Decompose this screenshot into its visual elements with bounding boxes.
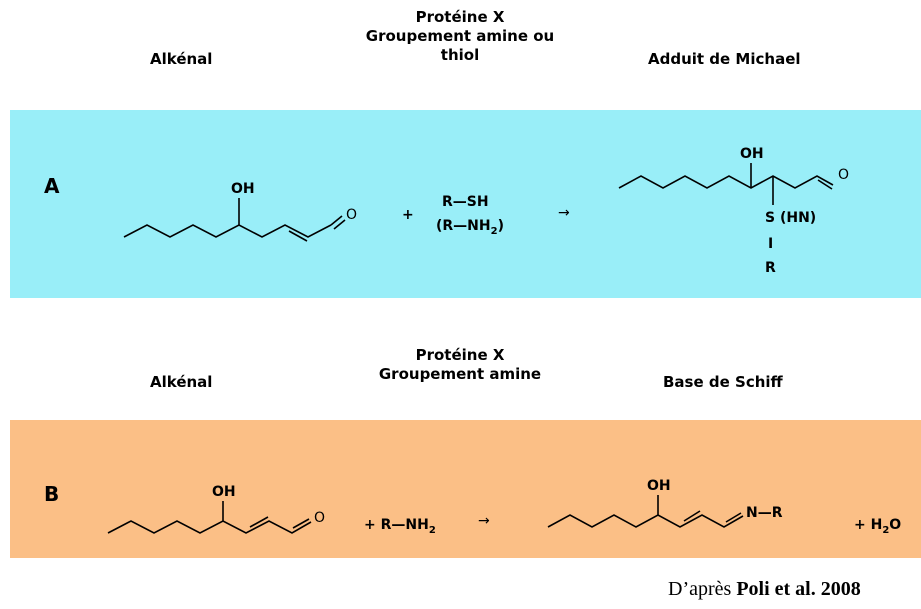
panel-a-reagent-line1: R—SH	[442, 194, 489, 210]
panel-a-header-reagent: Protéine X Groupement amine ou thiol	[350, 8, 570, 65]
panel-b-product-nr: N—R	[746, 505, 783, 521]
panel-a-letter: A	[44, 174, 60, 198]
panel-a-reactant-structure: OH O	[123, 181, 357, 242]
panel-a-header-reagent-line1: Protéine X	[415, 8, 505, 26]
panel-b-reagent-text: + R—NH	[364, 517, 429, 533]
panel-a-product-bar: I	[768, 236, 773, 252]
panel-a-band	[10, 110, 921, 298]
panel-b-header-reagent: Protéine X Groupement amine	[350, 346, 570, 384]
panel-b-letter: B	[44, 482, 60, 506]
panel-a-reactant-carbonyl-bond-2	[333, 219, 346, 230]
citation: D’après Poli et al. 2008	[668, 578, 861, 601]
panel-a-header-reactant: Alkénal	[150, 50, 213, 68]
citation-prefix: D’après	[668, 578, 737, 600]
panel-a-product-oh: OH	[740, 146, 764, 162]
panel-b-water: + H2O	[854, 517, 901, 536]
panel-b-header-product: Base de Schiff	[663, 373, 783, 391]
panel-a-reactant-double-bond	[288, 230, 308, 242]
panel-a-reagent-line2: (R—NH2)	[436, 218, 504, 237]
panel-b-water-o: O	[889, 517, 901, 533]
panel-b-reactant-structure: OH O	[107, 484, 325, 534]
panel-b-product-double-bond	[683, 510, 701, 522]
panel-a-plus: +	[402, 207, 414, 223]
panel-a-reactant-chain	[123, 224, 332, 238]
panel-b-arrow: →	[478, 513, 490, 529]
panel-b-header-reactant: Alkénal	[150, 373, 213, 391]
panel-b-product-chain	[547, 514, 744, 528]
panel-a-product-r: R	[765, 260, 776, 276]
panel-a-header-reagent-line2: Groupement amine ou	[365, 27, 555, 45]
panel-a-reactant-carbonyl-bond-1	[330, 215, 343, 226]
panel-a-product-s: S (HN)	[765, 210, 816, 226]
panel-b-reactant-oh: OH	[212, 484, 236, 500]
panel-a-product-carbonyl-bond	[817, 179, 833, 190]
panel-a-header-product: Adduit de Michael	[648, 50, 801, 68]
panel-a-product-structure: OH O S (HN) I R	[618, 146, 849, 276]
panel-b-header-reagent-line2: Groupement amine	[378, 365, 542, 383]
panel-b-product-oh: OH	[647, 478, 671, 494]
panel-a-reagent-line2-open: (R—NH	[436, 218, 491, 234]
panel-a-product-chain	[618, 175, 834, 189]
panel-a-header-reagent-line3: thiol	[440, 46, 480, 64]
panel-b-product-structure: OH N—R	[547, 478, 783, 528]
panel-b-reactant-o: O	[314, 510, 325, 526]
panel-a-reactant-oh: OH	[231, 181, 255, 197]
panel-b-reactant-carbonyl-bond	[292, 518, 310, 529]
panel-b-reactant-double-bond	[249, 516, 269, 528]
panel-a-reactant-o: O	[346, 207, 357, 223]
panel-b-water-sub: 2	[882, 525, 889, 536]
panel-b-band	[10, 420, 921, 558]
panel-a-reagent-line2-close: )	[498, 218, 504, 234]
panel-b-reactant-chain	[107, 520, 312, 534]
panel-a-reagent-line2-sub: 2	[491, 226, 498, 237]
panel-a-product-o: O	[838, 167, 849, 183]
panel-b-header-reagent-line1: Protéine X	[415, 346, 505, 364]
panel-b-product-imine-bond	[725, 512, 742, 523]
panel-b-reagent: + R—NH2	[364, 517, 436, 536]
panel-a-arrow: →	[558, 205, 570, 221]
panel-b-water-text: + H	[854, 517, 882, 533]
citation-authors: Poli et al. 2008	[736, 578, 861, 600]
panel-b-reagent-sub: 2	[429, 525, 436, 536]
